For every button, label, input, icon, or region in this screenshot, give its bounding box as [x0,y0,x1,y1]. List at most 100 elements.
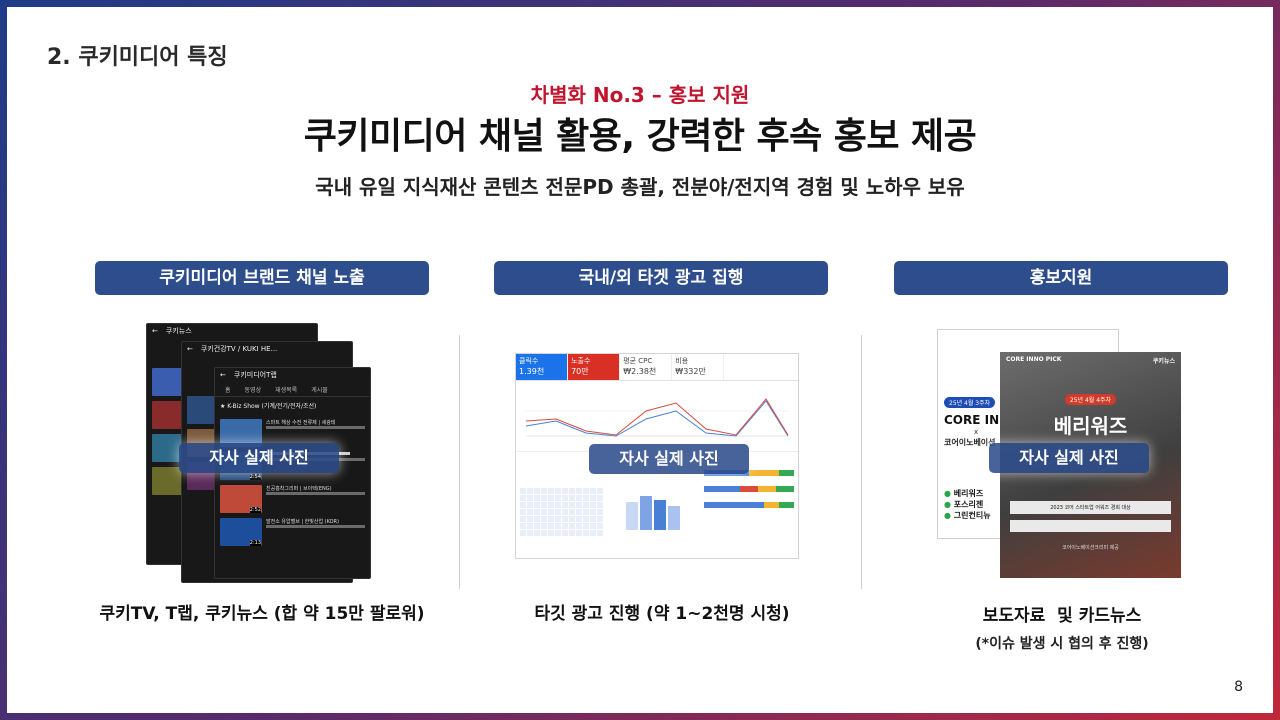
heatmap-cell [534,502,540,508]
heatmap-cell [541,523,547,529]
bar-panel [616,452,697,536]
heatmap-cell [590,530,596,536]
video-row[interactable]: 스마트 해상 수전 전류제 | 세광테 [220,419,365,447]
heatmap-cell [569,495,575,501]
tab-home[interactable]: 홈 [225,386,231,394]
heatmap-cell [527,516,533,522]
week-pill: 25년 4월 4주차 [1064,394,1117,405]
heatmap-cell [527,488,533,494]
channel-name: 쿠키미디어T랩 [233,371,277,379]
heatmap-cell [555,523,561,529]
heatmap-panel [520,452,610,536]
heatmap-cell [597,516,603,522]
heatmap-cell [562,502,568,508]
heatmap-cell [576,523,582,529]
performance-line-chart [525,398,789,437]
phone-app-bar: ← 쿠키미디어T랩 [215,368,370,382]
heatmap-cell [555,488,561,494]
heatmap-cell [576,495,582,501]
heatmap-cell [520,488,526,494]
caption-ads: 타깃 광고 진행 (약 1~2천명 시청) [534,604,790,624]
heatmap-cell [562,523,568,529]
heatmap-cell [583,530,589,536]
heatmap [520,488,610,536]
heatmap-cell [548,523,554,529]
tab-videos[interactable]: 동영상 [244,386,262,394]
real-photo-badge: 자사 실제 사진 [989,443,1149,473]
heatmap-cell [576,509,582,515]
heatmap-cell [576,516,582,522]
heatmap-cell [569,523,575,529]
video-title: 친공흡착그리퍼 | 브이텍(ENG) [266,486,332,492]
heatmap-cell [597,495,603,501]
column-header-pr: 홍보지원 [894,261,1228,295]
heatmap-cell [590,516,596,522]
heatmap-cell [520,523,526,529]
column-header-channels: 쿠키미디어 브랜드 채널 노출 [95,261,429,295]
heatmap-cell [583,516,589,522]
video-row[interactable]: 2:52 친공흡착그리퍼 | 브이텍(ENG) [220,485,365,513]
channel-name: 쿠키뉴스 [165,327,192,335]
tab-posts[interactable]: 게시물 [311,386,328,394]
heatmap-cell [597,509,603,515]
heatmap-cell [562,516,568,522]
back-arrow-icon: ← [152,327,158,335]
brand-label: CORE INNO PICK [1006,356,1062,363]
heatmap-cell [541,516,547,522]
heatmap-cell [590,509,596,515]
company-title: 베리워즈 [1053,414,1128,438]
kpi-cost: 비용₩332만 [672,354,725,380]
back-arrow-icon: ← [220,371,226,379]
video-duration: 2:52 [249,507,261,513]
video-row[interactable]: 2:13 발전소 유압밸브 | 한빛산업 (KOR) [220,518,365,546]
headline: 쿠키미디어 채널 활용, 강력한 후속 홍보 제공 [303,116,977,157]
heatmap-cell [527,530,533,536]
heatmap-cell [555,502,561,508]
tab-playlists[interactable]: 재생목록 [275,386,298,394]
heatmap-cell [548,530,554,536]
section-title: 2. 쿠키미디어 특징 [47,45,228,70]
kpi-cpc: 평균 CPC₩2.38천 [620,354,673,380]
heatmap-cell [597,502,603,508]
heatmap-cell [576,530,582,536]
heatmap-cell [576,502,582,508]
channel-name: 쿠키건강TV / KUKI HE... [200,345,278,353]
heatmap-cell [534,488,540,494]
heatmap-cell [555,516,561,522]
clicks-line [525,400,789,437]
info-box [1010,520,1171,532]
video-title: 발전소 유압밸브 | 한빛산업 (KOR) [266,519,339,525]
heatmap-cell [527,523,533,529]
heatmap-cell [520,516,526,522]
check-icon: ● [944,489,951,498]
heatmap-cell [548,502,554,508]
heatmap-cell [583,495,589,501]
audience-bar-chart [626,496,681,530]
heatmap-cell [555,495,561,501]
heatmap-cell [534,523,540,529]
heatmap-cell [541,530,547,536]
phone-screenshot-tlab: ← 쿠키미디어T랩 홈 동영상 재생목록 게시물 ★ K-Biz Show (기… [214,367,371,579]
heatmap-cell [548,488,554,494]
heatmap-cell [569,516,575,522]
heatmap-cell [562,509,568,515]
heatmap-cell [590,495,596,501]
heatmap-cell [583,509,589,515]
heatmap-cell [576,488,582,494]
heatmap-cell [555,509,561,515]
heatmap-cell [569,488,575,494]
heatmap-cell [520,509,526,515]
heatmap-cell [527,509,533,515]
caption-pr: 보도자료 및 카드뉴스 [982,606,1142,626]
week-pill: 25년 4월 3주차 [944,397,996,408]
heatmap-cell [527,495,533,501]
column-divider [861,335,862,589]
heatmap-cell [541,495,547,501]
caption-channels: 쿠키TV, T랩, 쿠키뉴스 (합 약 15만 팔로워) [99,604,425,624]
heatmap-cell [541,502,547,508]
heatmap-cell [590,488,596,494]
